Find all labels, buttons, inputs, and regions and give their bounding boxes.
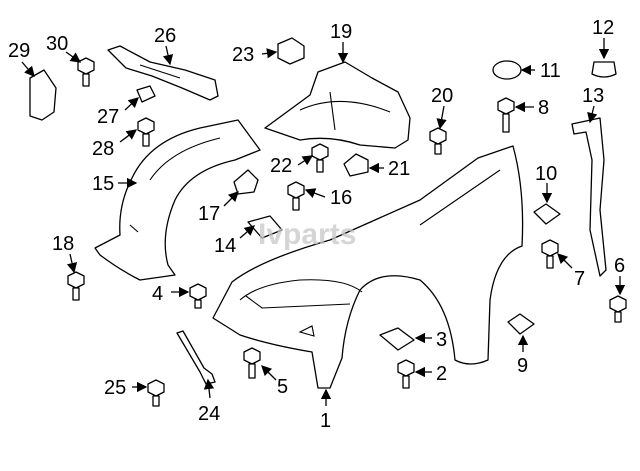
bolt-8-part <box>497 97 515 133</box>
bolt-22-part <box>311 143 329 173</box>
callout-20: 20 <box>431 85 453 107</box>
callout-19: 19 <box>330 21 352 43</box>
bolt-28-part <box>137 117 155 147</box>
seal-13-part <box>571 117 607 277</box>
bolt-30-part <box>77 57 95 87</box>
bolt-20-part <box>429 127 447 155</box>
callout-25: 25 <box>104 377 126 399</box>
clip-21-part <box>343 153 369 177</box>
callout-8: 8 <box>538 97 549 119</box>
clip-nut-10-part <box>533 203 561 225</box>
callout-12: 12 <box>592 17 614 39</box>
bolt-18-part <box>67 271 85 301</box>
bolt-7-part <box>541 239 559 269</box>
callout-15: 15 <box>92 173 114 195</box>
callout-14: 14 <box>214 235 236 257</box>
bolt-16-part <box>287 181 305 211</box>
liner-rear-part <box>264 61 411 149</box>
cap-11-part <box>492 60 522 80</box>
callout-9: 9 <box>517 355 528 377</box>
callout-30: 30 <box>46 33 68 55</box>
callout-2: 2 <box>436 363 447 385</box>
callout-17: 17 <box>198 203 220 225</box>
bolt-25-part <box>147 379 165 407</box>
bolt-2-part <box>397 359 415 389</box>
panel-14-part <box>247 215 283 239</box>
clip-27-part <box>136 85 156 103</box>
bracket-29-part <box>29 69 57 121</box>
callout-29: 29 <box>8 40 30 62</box>
bolt-6-part <box>609 295 627 323</box>
callout-26: 26 <box>154 25 176 47</box>
callout-3: 3 <box>436 329 447 351</box>
callout-1: 1 <box>320 410 331 432</box>
cap-12-part <box>591 61 617 78</box>
callout-5: 5 <box>277 376 288 398</box>
callout-11: 11 <box>540 60 561 82</box>
callout-28: 28 <box>92 138 114 160</box>
callout-13: 13 <box>582 85 604 107</box>
liner-front-part <box>94 119 261 281</box>
bolt-4-part <box>189 283 207 309</box>
leader-arrows <box>21 38 626 406</box>
callout-16: 16 <box>330 187 352 209</box>
nut-23-part <box>277 37 305 65</box>
bolt-5-part <box>243 347 261 379</box>
callout-23: 23 <box>232 44 254 66</box>
callout-27: 27 <box>97 106 119 128</box>
callout-24: 24 <box>198 403 220 425</box>
callout-10: 10 <box>535 163 557 185</box>
callout-6: 6 <box>614 255 625 277</box>
callout-4: 4 <box>152 283 163 305</box>
fender-part <box>212 145 524 389</box>
callout-7: 7 <box>574 268 585 290</box>
callout-18: 18 <box>52 233 74 255</box>
clip-17-part <box>233 169 259 195</box>
clip-nut-9-part <box>507 313 535 335</box>
callout-22: 22 <box>270 155 292 177</box>
strip-24-part <box>176 330 216 385</box>
callout-21: 21 <box>388 158 410 180</box>
clip-nut-3-part <box>379 327 415 351</box>
watermark: Ivparts <box>258 218 356 251</box>
bracket-26-part <box>107 45 219 101</box>
